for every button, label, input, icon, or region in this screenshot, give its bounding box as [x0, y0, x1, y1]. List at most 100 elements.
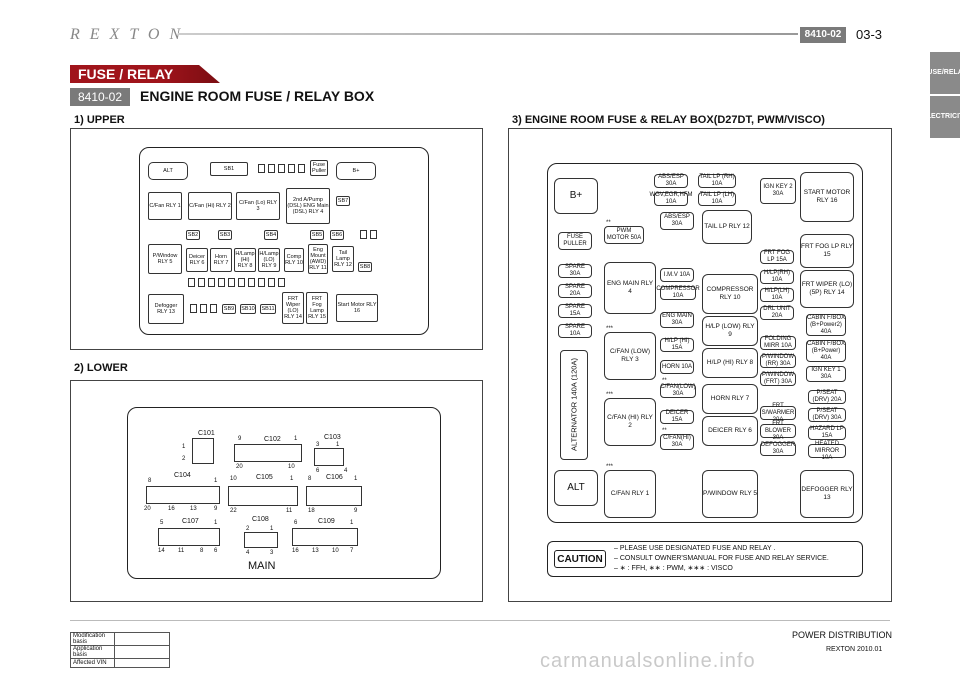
pin-label: 1	[290, 476, 294, 482]
pin-label: 7	[350, 548, 354, 554]
upper-fuse-puller: Fuse Puller	[310, 160, 328, 176]
box3-fuse-cabin-fbox-2: CABIN F/BOX (B+Power2) 40A	[806, 314, 846, 336]
upper-mini-fuse	[278, 164, 285, 173]
revision-label: Application basis	[70, 645, 115, 659]
connector-label-c109: C109	[318, 518, 335, 525]
pin-label: 14	[158, 548, 165, 554]
box3-fuse-frt-fog-lp: FRT FOG LP 15A	[760, 250, 794, 264]
upper-mini-fuse	[218, 278, 225, 287]
connector-label-c102: C102	[264, 436, 281, 443]
upper-relay-cfan-1: C/Fan RLY 1	[148, 192, 182, 220]
upper-sb10: SB10	[240, 304, 256, 314]
lower-connector-box: C101 1 2 C102 9 1 20 10 C103 3 1 6 4 C10…	[127, 407, 441, 579]
upper-sb4: SB4	[264, 230, 278, 240]
footer-rule	[70, 620, 890, 621]
upper-mini-fuse	[190, 304, 197, 313]
upper-mini-fuse	[208, 278, 215, 287]
box3-cfan-mark: ***	[606, 464, 614, 470]
page-number: 03-3	[856, 27, 883, 42]
box3-pwm-mark: **	[662, 428, 667, 434]
upper-relay-start-motor: Start Motor RLY 16	[336, 294, 378, 322]
pin-label: 11	[286, 508, 293, 514]
pin-label: 13	[190, 506, 197, 512]
upper-bplus-terminal: B+	[336, 162, 376, 180]
pin-label: 9	[354, 508, 358, 514]
box3-fuse-abs-esp-2: ABS/ESP 30A	[660, 212, 694, 230]
section-ribbon: FUSE / RELAY	[70, 65, 220, 83]
caution-box: CAUTION – PLEASE USE DESIGNATED FUSE AND…	[547, 541, 863, 577]
box3-fuse-hazard-lp: HAZARD LP 15A	[808, 426, 846, 440]
watermark: carmanualsonline.info	[540, 650, 756, 672]
pin-label: 6	[316, 468, 320, 474]
pin-label: 10	[332, 548, 339, 554]
connector-label-c108: C108	[252, 516, 269, 523]
upper-relay-cfan-lo: C/Fan (Lo) RLY 3	[236, 192, 280, 220]
pin-label: 1	[354, 476, 358, 482]
pin-label: 5	[160, 520, 164, 526]
box3-fuse-abs-esp-1: ABS/ESP 30A	[654, 174, 688, 188]
pin-label: 8	[148, 478, 152, 484]
upper-sb8: SB8	[358, 262, 372, 272]
caution-line: – ∗ : FFH, ∗∗ : PWM, ∗∗∗ : VISCO	[614, 565, 733, 572]
revision-label: Modification basis	[70, 632, 115, 646]
upper-sb1: SB1	[210, 162, 248, 176]
caution-line: – CONSULT OWNER'SMANUAL FOR FUSE AND REL…	[614, 555, 829, 562]
box3-fuse-wgv-egr-hfm: WGV,EGR,HFM 10A	[649, 192, 693, 206]
page-title: ENGINE ROOM FUSE / RELAY BOX	[140, 88, 375, 104]
box3-relay-hlp-low: H/LP (LOW) RLY 9	[702, 316, 758, 346]
box3-fuse-eng-main: ENG MAIN 30A	[660, 312, 694, 328]
box3-fuse-defogger: DEFOGGER 30A	[760, 442, 796, 456]
box3-fuse-puller: FUSE PULLER	[558, 232, 592, 250]
box3-relay-hlp-hi: H/LP (HI) RLY 8	[702, 348, 758, 378]
upper-relay-frt-wiper: FRT Wiper (LO) RLY 14	[282, 292, 304, 324]
side-tab-electricity[interactable]: ELECTRICITY	[922, 96, 960, 138]
upper-mini-fuse	[268, 278, 275, 287]
pin-label: 11	[178, 548, 185, 554]
upper-mini-fuse	[228, 278, 235, 287]
pin-label: 10	[230, 476, 237, 482]
pin-label: 6	[214, 548, 218, 554]
upper-mini-fuse	[198, 278, 205, 287]
box3-relay-frt-fog-lp: FRT FOG LP RLY 15	[800, 234, 854, 268]
pin-label: 8	[200, 548, 204, 554]
box3-relay-cfan-hi: C/FAN (HI) RLY 2	[604, 398, 656, 446]
upper-relay-pwindow: P/Window RLY 5	[148, 244, 182, 274]
pin-label: 4	[246, 550, 250, 556]
upper-relay-defogger: Defogger RLY 13	[148, 294, 184, 324]
upper-mini-fuse	[370, 230, 377, 239]
box3-cfan-hi-mark: ***	[606, 392, 614, 398]
box3-pwm-mark: **	[606, 220, 611, 226]
connector-c101	[192, 438, 214, 464]
box3-fuse-pseat-drv-30a: P/SEAT (DRV) 30A	[808, 408, 846, 422]
connector-label-c104: C104	[174, 472, 191, 479]
pin-label: 3	[270, 550, 274, 556]
header-section-code: 8410-02	[800, 27, 846, 43]
box3-relay-eng-main: ENG MAIN RLY 4	[604, 262, 656, 314]
box3-spare-10a: SPARE 10A	[558, 324, 592, 338]
upper-relay-tail: Tail Lamp RLY 12	[332, 246, 354, 272]
side-tab-fuse-relay[interactable]: FUSE/RELAY	[923, 52, 960, 94]
box3-fuse-drl-unit: DRL UNIT 20A	[760, 306, 794, 320]
box3-fuse-horn: HORN 10A	[660, 360, 694, 374]
pin-label: 22	[230, 508, 237, 514]
pin-label: 6	[294, 520, 298, 526]
box3-fuse-pseat-drv-20a: P/SEAT (DRV) 20A	[808, 390, 846, 404]
box3-panel: B+ ALT FUSE PULLER SPARE 30A SPARE 20A S…	[508, 128, 892, 602]
upper-relay-cfan-hi: C/Fan (Hi) RLY 2	[188, 192, 232, 220]
upper-mini-fuse	[200, 304, 207, 313]
box3-fuse-frt-swarmer: FRT S/WARMER 20A	[760, 402, 796, 423]
box3-relay-tail-lp: TAIL LP RLY 12	[702, 210, 752, 244]
pin-label: 2	[246, 526, 250, 532]
lower-panel: C101 1 2 C102 9 1 20 10 C103 3 1 6 4 C10…	[70, 380, 483, 602]
lower-title: 2) LOWER	[74, 362, 128, 374]
upper-relay-horn: Horn RLY 7	[210, 248, 232, 272]
upper-relay-hlamp-lo: H/Lamp (LO) RLY 9	[258, 248, 280, 272]
box3-fuse-folding-mirr: FOLDING MIRR 10A	[760, 336, 796, 350]
upper-mini-fuse	[188, 278, 195, 287]
box3-spare-15a: SPARE 15A	[558, 304, 592, 318]
box3-relay-defogger: DEFOGGER RLY 13	[800, 470, 854, 518]
lower-main-label: MAIN	[248, 560, 276, 572]
caution-text: – PLEASE USE DESIGNATED FUSE AND RELAY .…	[614, 544, 829, 574]
pin-label: 9	[238, 436, 242, 442]
box3-title: 3) ENGINE ROOM FUSE & RELAY BOX(D27DT, P…	[512, 114, 825, 126]
